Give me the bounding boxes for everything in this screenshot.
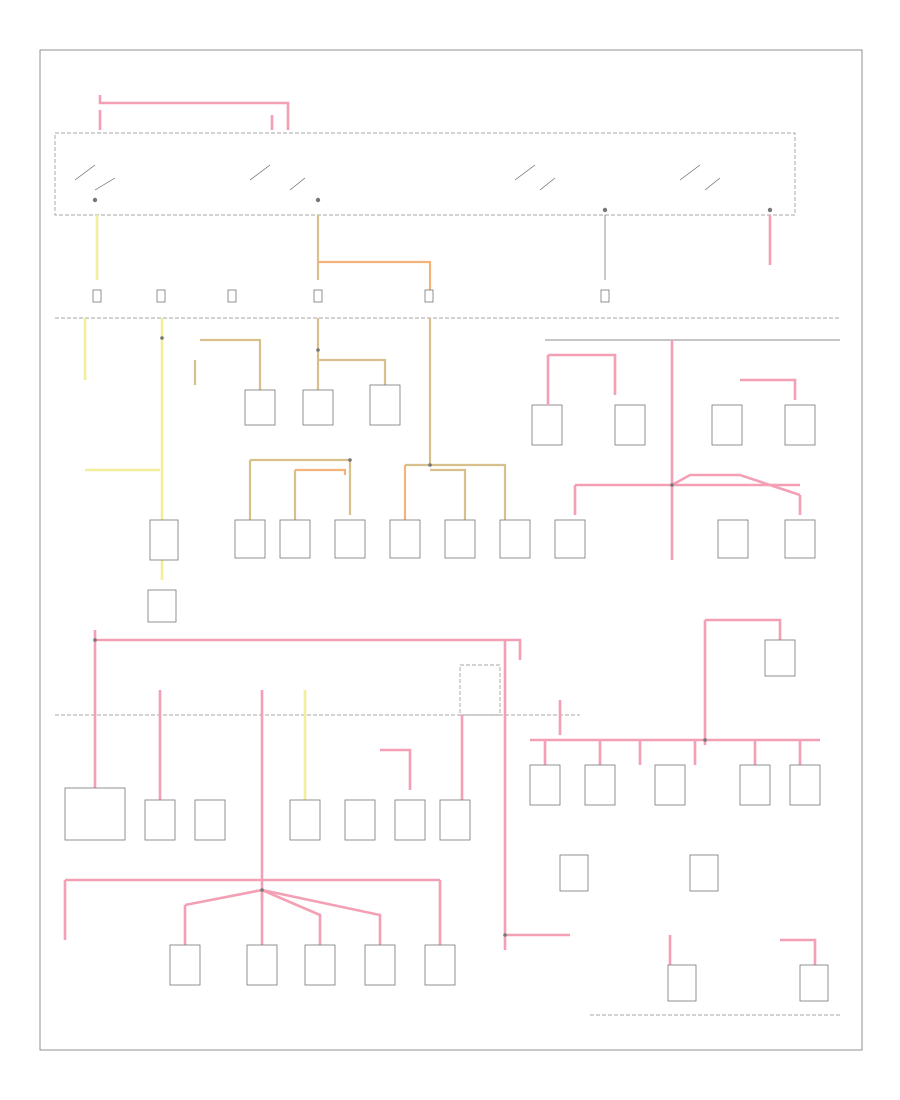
bottom-branch-wires — [63, 878, 442, 945]
upper-components — [244, 384, 816, 446]
ignition-output-wires — [95, 215, 772, 290]
right-upper-wires — [545, 339, 840, 560]
lower-left-components — [64, 787, 471, 841]
fuses-row-1 — [92, 289, 610, 303]
lower-right-wires — [505, 618, 820, 965]
diagram-frame — [39, 49, 863, 1051]
ignition-switch-contacts — [74, 164, 773, 213]
lower-feed-wires — [93, 630, 562, 950]
splice-points — [93, 336, 707, 937]
ignition-switch-box — [54, 132, 796, 216]
lower-right-components — [529, 639, 829, 1002]
battery-feed-wires — [98, 95, 290, 130]
relay-box — [459, 664, 501, 716]
mid-row-wires — [248, 458, 507, 520]
bottom-components — [169, 944, 456, 986]
mid-components — [147, 519, 816, 623]
